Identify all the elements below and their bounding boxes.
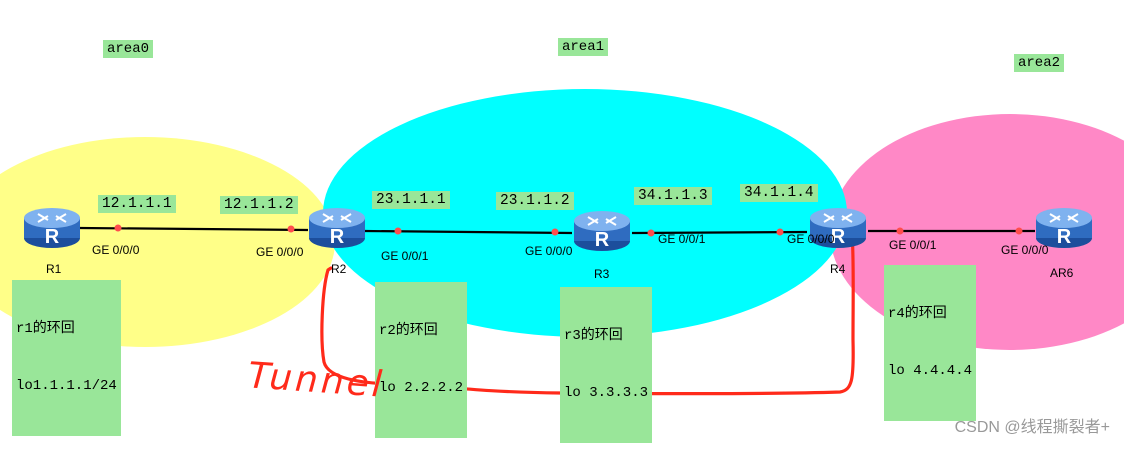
ip-label-r2-g000: 12.1.1.2 — [220, 196, 298, 214]
svg-text:R: R — [595, 229, 610, 251]
router-name-r2: R2 — [331, 262, 347, 276]
svg-text:R: R — [330, 226, 345, 248]
loopback-address: lo 3.3.3.3 — [564, 385, 649, 401]
watermark: CSDN @线程撕裂者+ — [954, 419, 1110, 436]
area0-label: area0 — [103, 40, 154, 58]
port-dot — [776, 228, 784, 236]
area2-label: area2 — [1014, 54, 1065, 72]
port-label: GE 0/0/0 — [1001, 243, 1049, 257]
port-label: GE 0/0/0 — [787, 232, 835, 246]
port-dot — [1015, 227, 1023, 235]
loopback-address: lo 4.4.4.4 — [888, 363, 973, 379]
ip-label-r3-g000: 23.1.1.2 — [496, 192, 574, 210]
loopback-title: r3的环回 — [564, 328, 623, 344]
router-icon[interactable]: R — [1036, 208, 1092, 248]
port-label: GE 0/0/1 — [381, 249, 429, 263]
loopback-note-r2: r2的环回 lo 2.2.2.2 — [375, 282, 468, 438]
loopback-title: r4的环回 — [888, 306, 947, 322]
loopback-note-r3: r3的环回 lo 3.3.3.3 — [560, 287, 653, 443]
router-icon[interactable]: R — [24, 208, 80, 248]
port-label: GE 0/0/0 — [256, 245, 304, 259]
loopback-address: lo 2.2.2.2 — [379, 380, 464, 396]
ip-label-r1-g000: 12.1.1.1 — [98, 195, 176, 213]
port-label: GE 0/0/1 — [889, 238, 937, 252]
loopback-title: r1的环回 — [16, 321, 75, 337]
ip-label-r4-g000: 34.1.1.4 — [740, 184, 818, 202]
svg-text:R: R — [45, 226, 60, 248]
svg-text:R: R — [831, 226, 846, 248]
port-dot — [647, 229, 655, 237]
area1-label: area1 — [558, 38, 609, 56]
router-icon[interactable]: R — [810, 208, 866, 248]
loopback-note-r1: r1的环回 lo1.1.1.1/24 — [12, 280, 121, 436]
router-name-r1: R1 — [46, 262, 62, 276]
svg-text:R: R — [1057, 226, 1072, 248]
loopback-note-r4: r4的环回 lo 4.4.4.4 — [884, 265, 977, 421]
port-label: GE 0/0/1 — [658, 232, 706, 246]
port-label: GE 0/0/0 — [92, 243, 140, 257]
port-dot — [896, 227, 904, 235]
port-label: GE 0/0/0 — [525, 244, 573, 258]
router-name-r4: R4 — [830, 262, 846, 276]
port-dot — [114, 224, 122, 232]
port-dot — [551, 228, 559, 236]
loopback-title: r2的环回 — [379, 323, 438, 339]
router-icon[interactable]: R — [574, 211, 630, 251]
ip-label-r2-g001: 23.1.1.1 — [372, 191, 450, 209]
router-name-ar6: AR6 — [1050, 266, 1074, 280]
router-icon[interactable]: R — [309, 208, 365, 248]
port-dot — [394, 227, 402, 235]
area1-region — [323, 89, 847, 337]
router-name-r3: R3 — [594, 267, 610, 281]
ip-label-r3-g001: 34.1.1.3 — [634, 187, 712, 205]
port-dot — [287, 225, 295, 233]
loopback-address: lo1.1.1.1/24 — [16, 378, 117, 394]
